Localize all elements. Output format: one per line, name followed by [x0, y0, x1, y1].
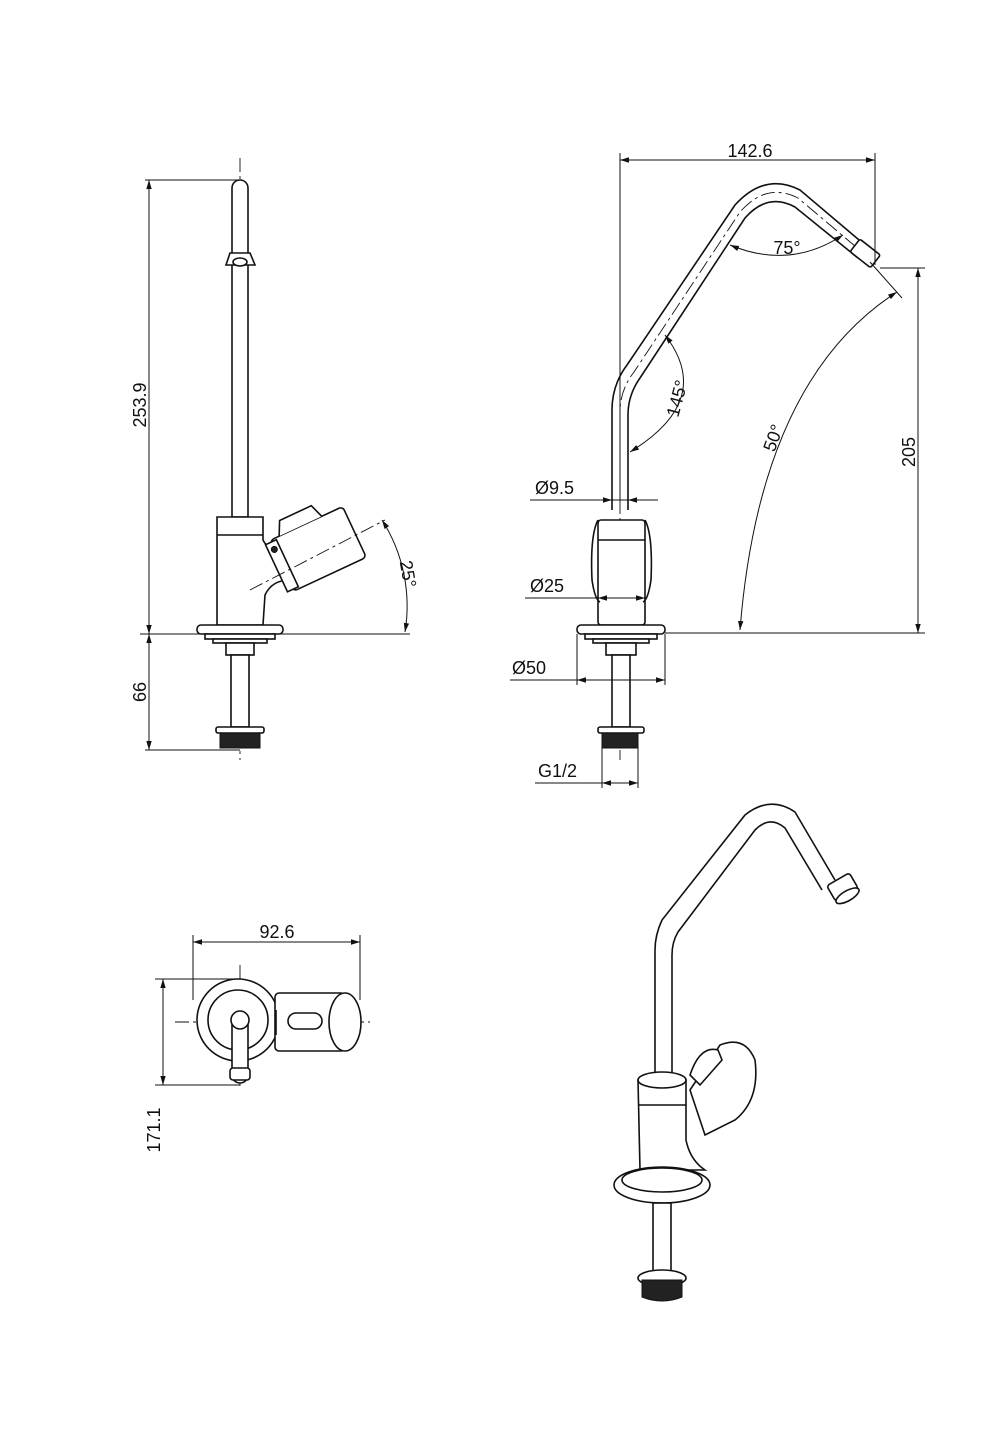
handle	[264, 504, 366, 593]
side-view: 253.9 66 25°	[130, 158, 420, 760]
dim-handle-angle: 25°	[396, 559, 420, 589]
dim-width: 92.6	[259, 922, 294, 942]
dim-height: 253.9	[130, 382, 150, 427]
dim-thread: G1/2	[538, 761, 577, 781]
spout-tube	[231, 179, 249, 518]
dim-spout-angle: 75°	[773, 238, 800, 258]
dim-shank: 66	[130, 682, 150, 702]
dim-outlet-angle: 50°	[759, 422, 787, 454]
dim-body-diameter: Ø25	[530, 576, 564, 596]
thread	[219, 732, 261, 749]
dim-base-diameter: Ø50	[512, 658, 546, 678]
dim-bend-angle: 145°	[663, 378, 692, 419]
base-plate	[196, 624, 284, 635]
dim-depth: 171.1	[144, 1107, 164, 1152]
front-view: 142.6 205 75° 145° 50° Ø9.5 Ø25 Ø50 G1/2	[510, 141, 925, 788]
base-plate	[613, 1166, 711, 1204]
dim-outlet-height: 205	[899, 437, 919, 467]
perspective-view	[613, 803, 860, 1302]
dim-reach: 142.6	[727, 141, 772, 161]
dim-tube-diameter: Ø9.5	[535, 478, 574, 498]
body	[597, 519, 646, 626]
top-view: 92.6 171.1	[144, 922, 370, 1153]
